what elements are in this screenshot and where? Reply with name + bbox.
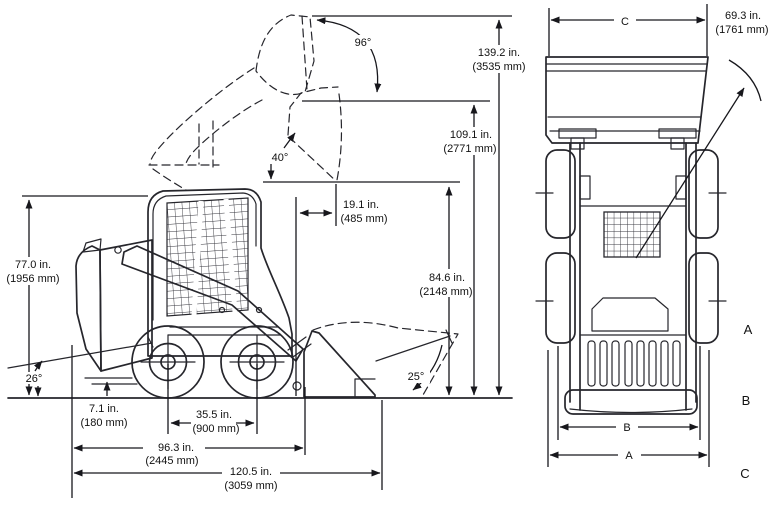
label-raised-pin-mm: (2771 mm): [443, 143, 496, 155]
label-cab-height-in: 77.0 in.: [15, 259, 51, 271]
label-angle-dump-raised: 40°: [272, 152, 289, 164]
mount-plates: [558, 128, 697, 150]
rear-door: [75, 245, 102, 372]
side-dimension-labels: 139.2 in. (3535 mm) 109.1 in. (2771 mm) …: [5, 35, 527, 492]
loader-body-side: [7, 188, 513, 399]
label-bg: [443, 127, 497, 155]
arm-rails-top: [569, 142, 697, 411]
cab-post-right: [675, 175, 687, 200]
arrow-dump-raised-up: [283, 132, 296, 149]
label-angle-departure: 26°: [26, 373, 43, 385]
label-dump-clearance-in: 84.6 in.: [429, 272, 465, 284]
label-reach-mm: (485 mm): [340, 213, 387, 225]
label-ground-clearance-mm: (180 mm): [80, 417, 127, 429]
label-length-in: 96.3 in.: [158, 442, 194, 454]
cab-outline: [147, 188, 293, 357]
label-angle-dump: 25°: [408, 371, 425, 383]
bucket-top-outline: [545, 56, 709, 144]
label-wheelbase-in: 35.5 in.: [196, 409, 232, 421]
label-dump-clearance-mm: (2148 mm): [419, 286, 472, 298]
legend-item-b: B: [742, 393, 751, 408]
radius-arrow: [635, 87, 745, 259]
top-dimension-labels: C B A 69.3 in. (1761 mm): [614, 10, 768, 462]
label-bg: [5, 257, 62, 285]
arc-dump-angle: [412, 344, 443, 391]
side-view: 139.2 in. (3535 mm) 109.1 in. (2771 mm) …: [5, 14, 527, 498]
label-overall-length-in: 120.5 in.: [230, 466, 272, 478]
dump-bucket-raised-diag-dashed: [288, 136, 337, 182]
bucket-top-lines: [545, 63, 708, 132]
arm-curve-lower-dashed: [184, 99, 263, 168]
arm-drop-dashed: [152, 168, 187, 191]
label-bg: [618, 449, 641, 462]
window-mullions: [191, 198, 238, 316]
label-cab-height-mm: (1956 mm): [6, 273, 59, 285]
rear-wheel: [131, 325, 205, 399]
dump-angle-ref-line: [375, 335, 451, 362]
arm-curve-upper-dashed: [149, 67, 255, 165]
label-overall-length-mm: (3059 mm): [224, 480, 277, 492]
bumper-lower-line: [569, 408, 693, 414]
body-bolt-right: [255, 306, 263, 314]
wheels-top: [535, 149, 727, 344]
label-radius-in: 69.3 in.: [725, 10, 761, 22]
label-length-mm: (2445 mm): [145, 455, 198, 467]
arrow-departure-arc: [33, 360, 43, 372]
rear-bumper: [564, 389, 698, 415]
label-bg: [222, 466, 280, 479]
label-wheelbase-mm: (900 mm): [192, 423, 239, 435]
label-bg: [401, 369, 430, 383]
engine-hood: [99, 239, 153, 372]
raised-arm-dashed: [148, 14, 459, 396]
label-bg: [21, 372, 47, 384]
bucket-side: [287, 330, 376, 398]
legend-letters: A B C: [740, 322, 752, 481]
label-bg: [614, 14, 636, 27]
legend-item-a: A: [744, 322, 753, 337]
label-ground-clearance-in: 7.1 in.: [89, 403, 119, 415]
legend-item-c: C: [740, 466, 749, 481]
label-max-height-mm: (3535 mm): [472, 61, 525, 73]
loader-body-top: [535, 56, 762, 415]
seat-outline: [591, 297, 669, 332]
label-max-height-in: 139.2 in.: [478, 47, 520, 59]
cab-inner-frame: [152, 192, 257, 321]
engine-vents: [579, 334, 687, 387]
raised-bucket-back-dashed: [301, 15, 308, 91]
arc-rollback-angle: [316, 17, 382, 93]
label-bg: [471, 45, 527, 73]
label-radius-mm: (1761 mm): [715, 24, 768, 36]
dump-bucket-ground-dashed: [312, 321, 459, 396]
top-view: C B A 69.3 in. (1761 mm): [535, 4, 768, 467]
label-bg: [350, 35, 377, 49]
raised-bucket-dashed: [255, 14, 315, 96]
label-dim-b: B: [623, 422, 630, 434]
sill-lines: [167, 326, 281, 336]
label-angle-rollback: 96°: [355, 37, 372, 49]
label-dim-a: A: [625, 450, 633, 462]
radius-arc: [728, 59, 762, 102]
arm-link-dashed: [198, 120, 214, 168]
dump-bucket-raised-edge-dashed: [336, 93, 343, 181]
label-bg: [143, 442, 205, 454]
cab-post-left: [579, 175, 591, 200]
label-raised-pin-in: 109.1 in.: [450, 129, 492, 141]
departure-angle-line: [7, 342, 153, 369]
label-reach-in: 19.1 in.: [343, 199, 379, 211]
hood-flap: [82, 238, 102, 253]
label-dim-c: C: [621, 16, 629, 28]
belly-lines: [84, 377, 138, 385]
departure-angle-tick: [147, 336, 154, 348]
dump-angle-tick: [445, 329, 453, 344]
arm-pivot-bolt: [114, 246, 122, 254]
body-bolt-left: [218, 306, 226, 314]
lift-arm: [121, 245, 304, 362]
label-bg: [419, 269, 473, 297]
label-bg: [616, 421, 638, 434]
